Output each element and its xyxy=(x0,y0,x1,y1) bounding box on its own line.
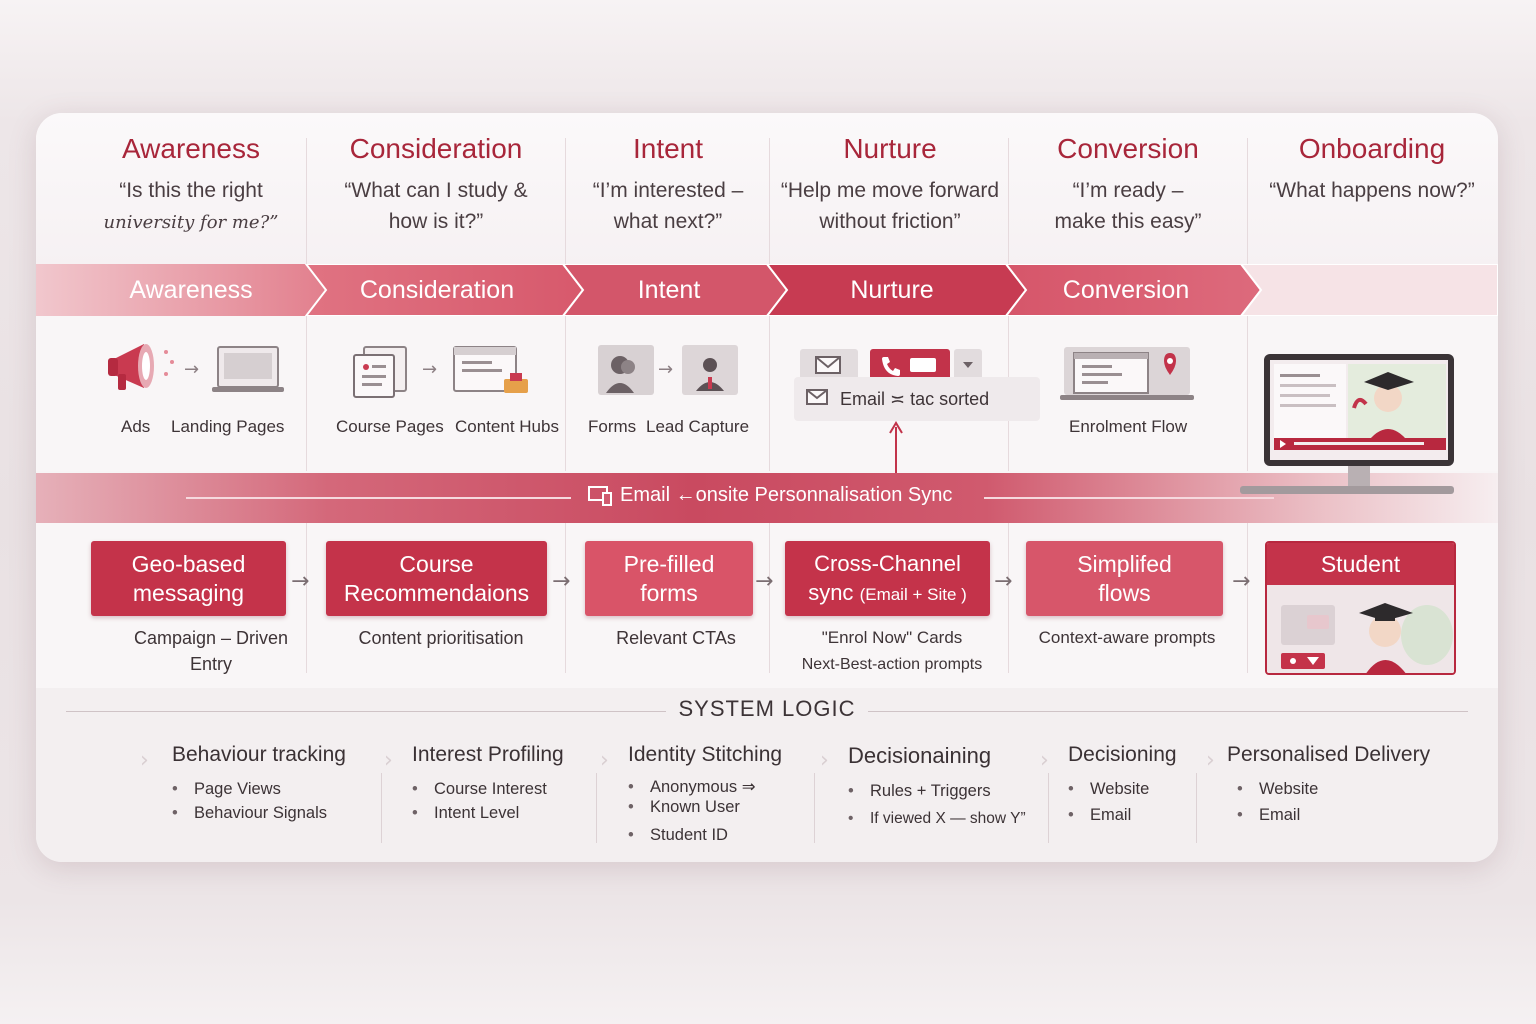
system-col-decisioning: Decisioning Website Email xyxy=(1068,743,1177,827)
stage-quote: “I’m ready –make this easy” xyxy=(1054,179,1202,233)
chevron-right-icon: › xyxy=(600,748,609,773)
stage-title: Consideration xyxy=(349,133,523,164)
chevron-right-icon: › xyxy=(384,748,393,773)
stage-title: Onboarding xyxy=(1298,133,1446,164)
mail-icon xyxy=(806,389,828,405)
up-arrow-icon xyxy=(889,421,903,475)
tool-ads: Ads xyxy=(121,417,151,436)
system-logic-title: SYSTEM LOGIC xyxy=(678,696,856,721)
stage-consideration: Consideration “What can I study &how is … xyxy=(316,133,556,237)
stage-quote: “I’m interested –what next?” xyxy=(592,179,744,233)
arrow-icon: → xyxy=(422,359,438,380)
content-hub-icon xyxy=(452,345,532,403)
system-col-identity: Identity Stitching Anonymous ⇒ Known Use… xyxy=(628,743,782,847)
stage-quote: “What happens now?” xyxy=(1269,179,1475,202)
system-col-decisionaining: Decisionaining Rules + Triggers If viewe… xyxy=(848,743,1026,831)
stage-title: Nurture xyxy=(843,133,937,164)
arrow-icon: → xyxy=(552,569,571,594)
lead-capture-icon xyxy=(682,345,740,401)
tactic-desc-course: Content prioritisation xyxy=(358,628,524,648)
email-tactic-card[interactable]: Email ≍ tac sorted xyxy=(794,377,1040,421)
chevron-label-nurture: Nurture xyxy=(850,276,934,304)
student-card-header: Student xyxy=(1267,543,1454,585)
stage-title: Intent xyxy=(632,133,704,164)
stage-onboarding: Onboarding “What happens now?” xyxy=(1252,133,1492,206)
devices-icon xyxy=(588,486,612,506)
onboarding-monitor-icon xyxy=(1240,352,1458,508)
arrow-icon: → xyxy=(184,359,200,380)
arrow-icon: → xyxy=(755,569,774,594)
channels-row xyxy=(36,316,1498,471)
stage-header-row xyxy=(36,113,1498,265)
chevron-right-icon: › xyxy=(820,748,829,773)
chevron-right-icon: › xyxy=(1206,748,1215,773)
tool-landing-pages: Landing Pages xyxy=(171,417,285,436)
journey-chevron-band xyxy=(36,264,1498,316)
chevron-conversion xyxy=(1004,264,1263,316)
course-page-icon xyxy=(352,345,412,403)
arrow-icon: → xyxy=(658,359,674,380)
chevron-onboarding xyxy=(1239,264,1498,316)
chevron-consideration xyxy=(304,264,585,316)
chevron-down-icon[interactable] xyxy=(954,349,982,385)
tactic-desc-forms: Relevant CTAs xyxy=(616,628,736,648)
stage-intent: Intent “I’m interested –what next?” xyxy=(570,133,766,237)
megaphone-icon xyxy=(104,338,184,402)
arrow-icon: → xyxy=(1232,569,1251,594)
system-col-interest: Interest Profiling Course Interest Inten… xyxy=(412,743,564,825)
sync-line-right xyxy=(984,497,1274,499)
chevron-intent xyxy=(561,264,789,316)
arrow-icon: → xyxy=(291,569,310,594)
system-col-behaviour: Behaviour tracking Page Views Behaviour … xyxy=(172,743,346,825)
forms-user-icon xyxy=(598,345,656,401)
tool-content-hubs: Content Hubs xyxy=(455,417,559,436)
chevron-label-intent: Intent xyxy=(637,276,701,304)
student-card[interactable]: Student xyxy=(1265,541,1456,675)
email-tactic-label: Email ≍ tac sorted xyxy=(840,389,990,409)
chevron-awareness xyxy=(36,264,326,316)
divider xyxy=(868,711,1468,712)
chevron-label-conversion: Conversion xyxy=(1062,276,1190,304)
phone-call-button[interactable] xyxy=(870,349,950,385)
chevron-label-consideration: Consideration xyxy=(359,276,515,304)
divider xyxy=(66,711,666,712)
arrow-icon: → xyxy=(994,569,1013,594)
chevron-right-icon: › xyxy=(1040,748,1049,773)
email-envelope-icon xyxy=(800,349,858,385)
system-col-delivery: Personalised Delivery Website Email xyxy=(1227,743,1430,827)
student-graduate-icon xyxy=(1267,585,1454,673)
chevron-label-awareness: Awareness xyxy=(129,276,253,304)
sync-line-left xyxy=(186,497,571,499)
chevron-right-icon: › xyxy=(140,748,149,773)
tool-forms: Forms xyxy=(588,417,637,436)
enrolment-window-icon xyxy=(1060,345,1194,405)
sync-label: Email ←onsite Personnalisation Sync xyxy=(620,484,953,506)
stage-title: Conversion xyxy=(1057,133,1199,164)
tool-enrolment-flow: Enrolment Flow xyxy=(1069,417,1188,436)
stage-title: Awareness xyxy=(121,133,260,164)
stage-conversion: Conversion “I’m ready –make this easy” xyxy=(1012,133,1244,237)
laptop-icon xyxy=(212,345,284,399)
chevron-nurture xyxy=(765,264,1028,316)
stage-quote: “What can I study &how is it?” xyxy=(344,179,528,233)
tool-course-pages: Course Pages xyxy=(336,417,444,436)
tactic-desc-simplified: Context-aware prompts xyxy=(1038,628,1216,647)
tool-lead-capture: Lead Capture xyxy=(646,417,750,436)
